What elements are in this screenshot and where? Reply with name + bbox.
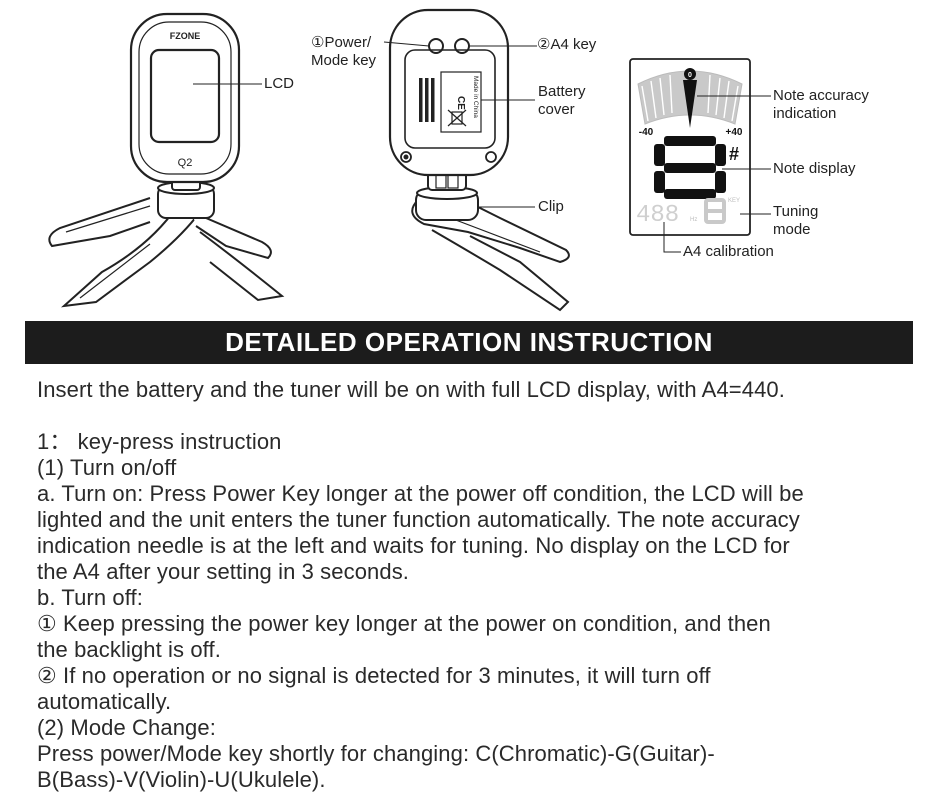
sharp-symbol: # [729,144,739,164]
brand-logo: FZONE [170,31,201,41]
instruction-line [37,403,927,429]
instruction-line: ① Keep pressing the power key longer at … [37,611,771,636]
instruction-line: lighted and the unit enters the tuner fu… [37,507,800,532]
lcd-detail [629,58,751,236]
accuracy-label-line2: indication [773,105,837,122]
instruction-line: Insert the battery and the tuner will be… [37,377,785,402]
recycle-bin-icon [447,109,467,127]
instruction-line: ② If no operation or no signal is detect… [37,663,711,688]
back-view-tuner [388,8,570,312]
needle-zero-label: 0 [688,72,692,79]
a4-calibration-label: A4 calibration [683,243,774,260]
key-label: KEY [728,198,740,204]
back-leaders [383,41,537,208]
tuning-mode-label-line1: Tuning [773,203,819,220]
scale-minus-label: -40 [639,127,654,138]
front-view-tuner [48,12,285,308]
ce-mark: CE [455,96,466,110]
made-in-label: Made in China [472,76,479,118]
lcd-leaders [663,95,771,253]
battery-grip [419,78,435,122]
instruction-line: B(Bass)-V(Violin)-U(Ukulele). [37,767,326,792]
instruction-line: indication needle is at the left and wai… [37,533,790,558]
instruction-line: 1： key-press instruction [37,429,282,454]
instruction-line: (2) Mode Change: [37,715,216,740]
section-banner: DETAILED OPERATION INSTRUCTION [25,321,913,364]
scale-plus-label: +40 [726,127,743,138]
instruction-line: automatically. [37,689,172,714]
instruction-line: (1) Turn on/off [37,455,177,480]
power-key-label-line2: Mode key [311,52,377,69]
power-key-label-line1: ①Power/ [311,34,372,51]
instruction-line: a. Turn on: Press Power Key longer at th… [37,481,804,506]
tuning-mode-label-line2: mode [773,221,811,238]
lcd-label: LCD [264,75,295,92]
model-label: Q2 [178,157,193,169]
instruction-line: Press power/Mode key shortly for changin… [37,741,715,766]
a4-frequency-display: 488 [636,202,679,229]
instruction-line: b. Turn off: [37,585,143,610]
a4-key-label: ②A4 key [537,36,597,53]
clip-label: Clip [538,198,564,215]
hz-label: Hz [690,217,697,223]
instruction-text: Insert the battery and the tuner will be… [37,377,927,793]
product-diagram: FZONE Q2 CE Made in China [0,0,939,320]
instruction-line: the backlight is off. [37,637,221,662]
note-display-label: Note display [773,160,856,177]
accuracy-label-line1: Note accuracy [773,87,869,104]
battery-cover-label-line2: cover [538,101,575,118]
instruction-line: the A4 after your setting in 3 seconds. [37,559,410,584]
battery-cover-label-line1: Battery [538,83,586,100]
